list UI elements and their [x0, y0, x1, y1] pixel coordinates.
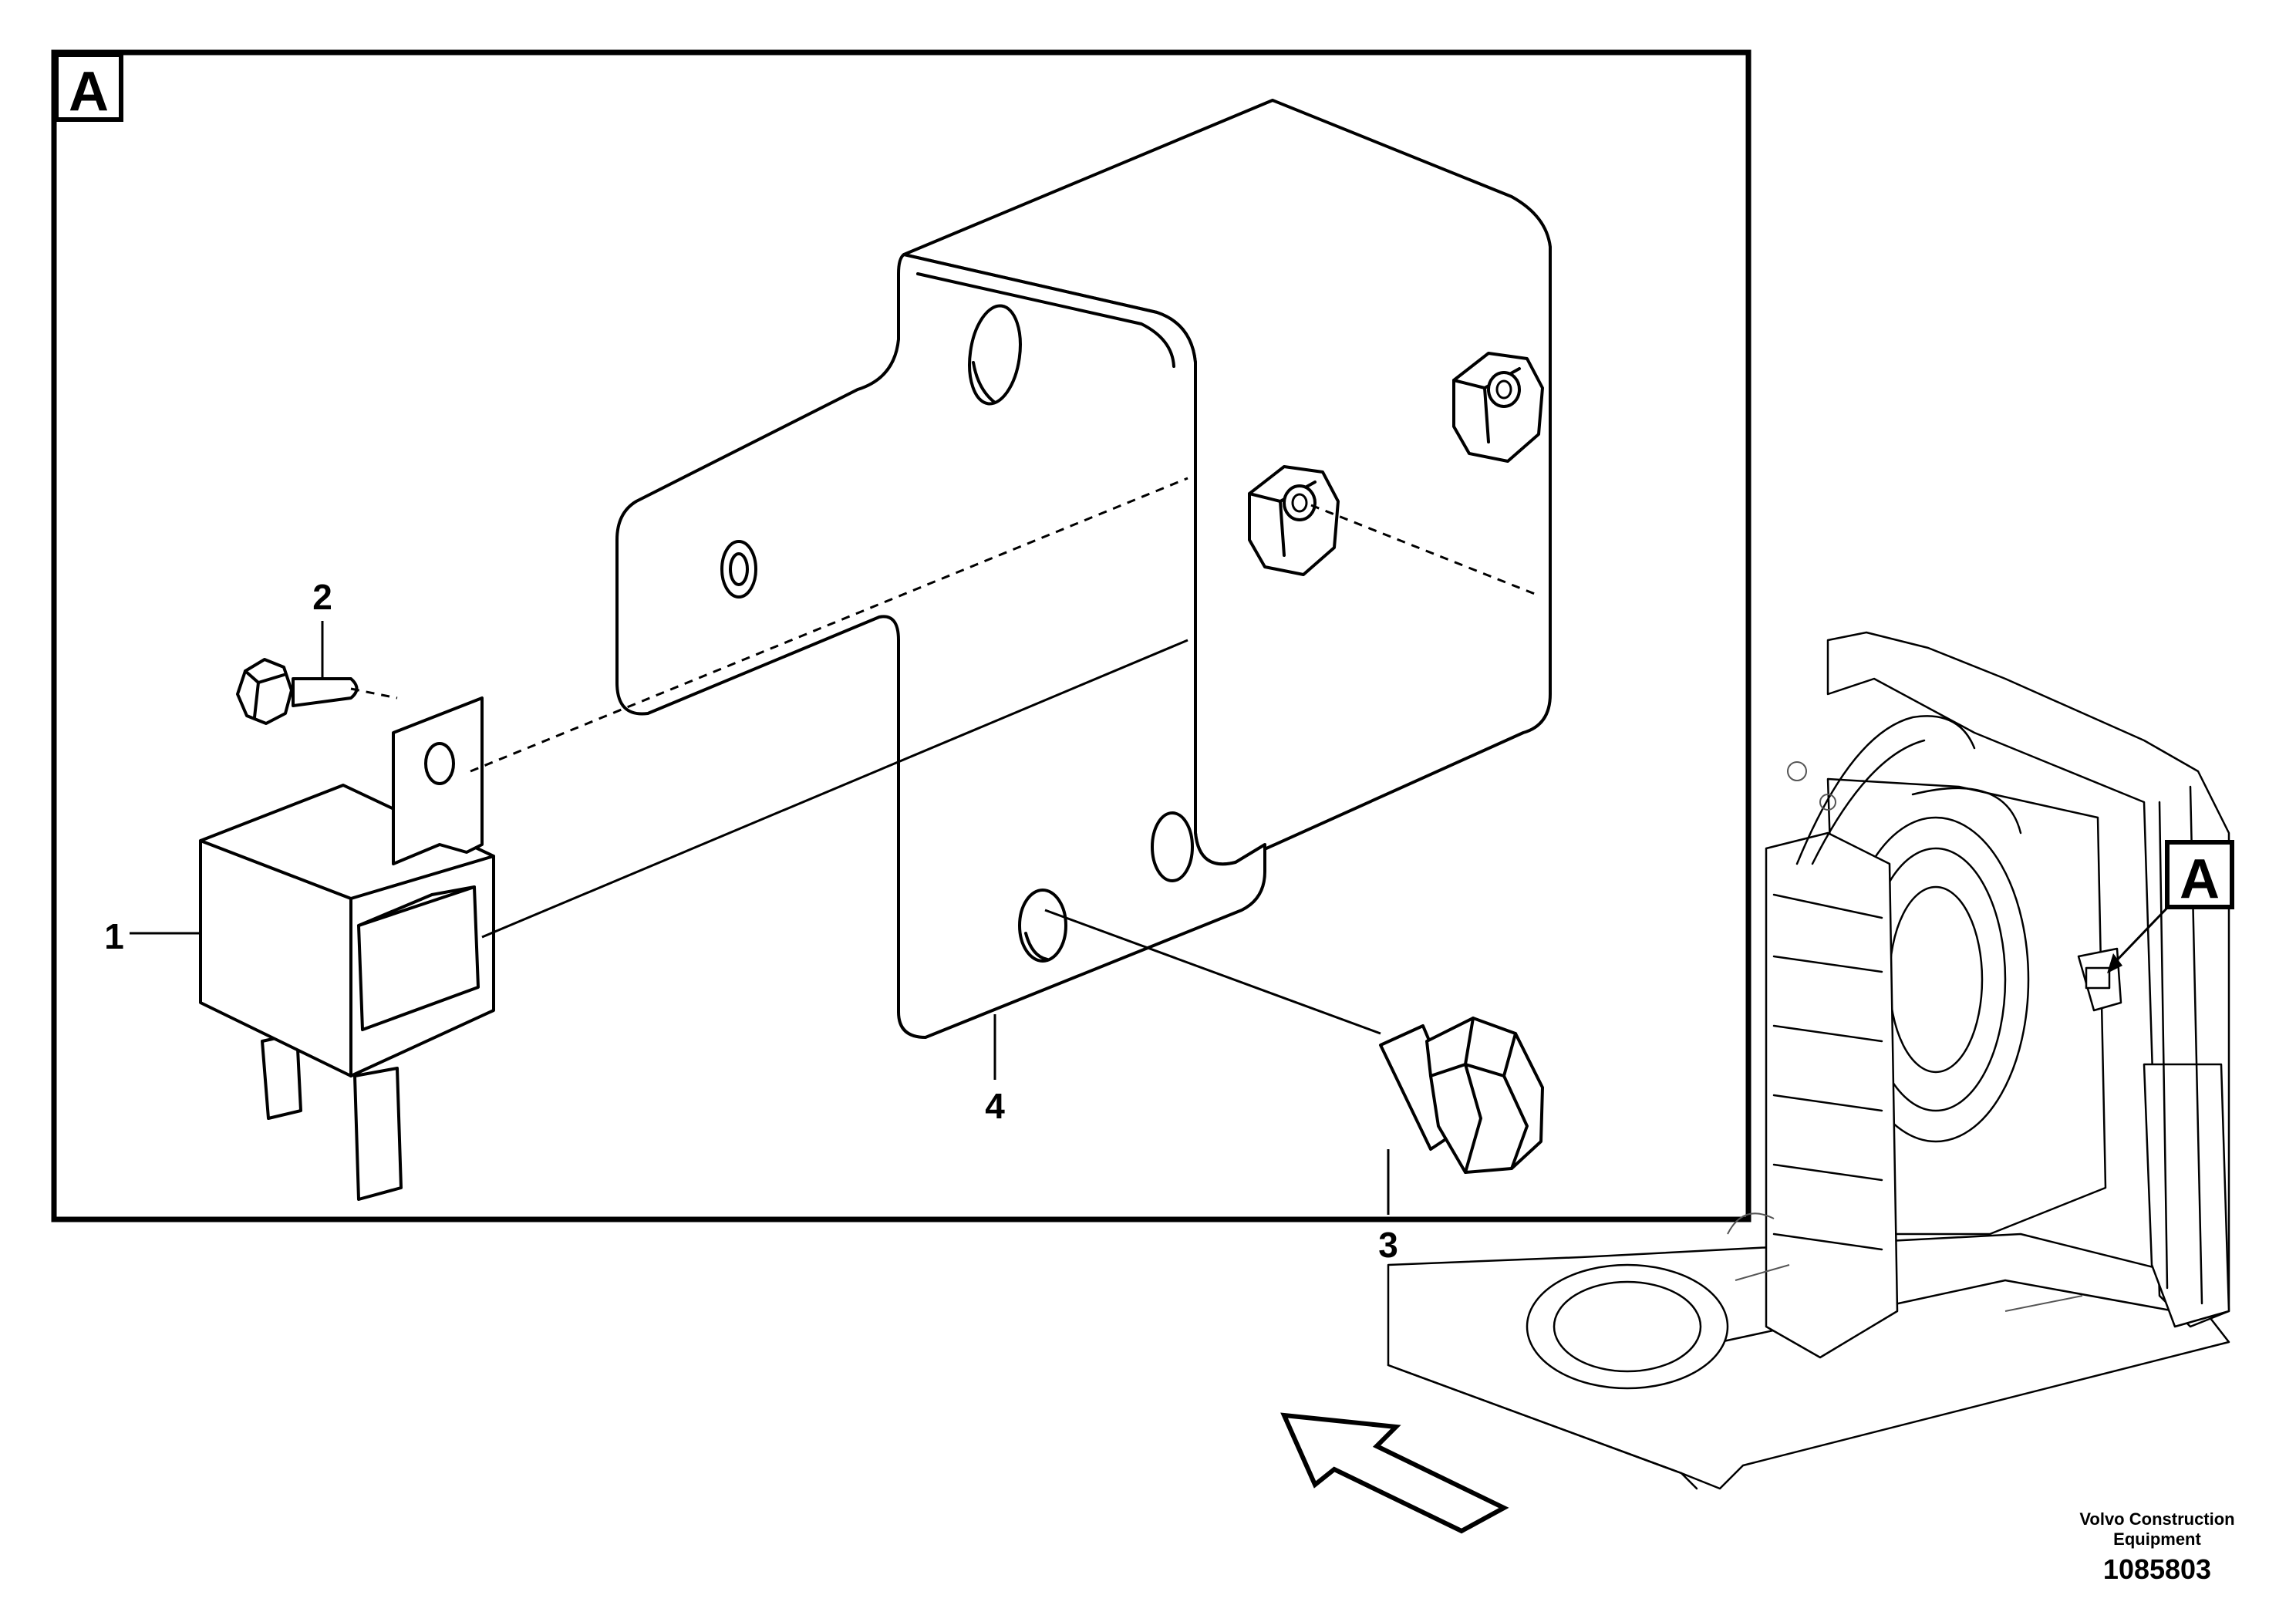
- view-direction-arrow: [1280, 1412, 1509, 1534]
- callout-bolt: 3: [1378, 1225, 1398, 1265]
- company-name-line1: Volvo Construction: [2079, 1509, 2234, 1529]
- detail-ref-label: A: [2180, 848, 2220, 910]
- detail-frame: [51, 49, 1752, 1222]
- callout-bracket: 4: [985, 1086, 1005, 1126]
- company-name-line2: Equipment: [2113, 1529, 2201, 1549]
- drawing-number: 1085803: [2103, 1553, 2211, 1585]
- mounting-bracket: [615, 99, 1552, 1039]
- callout-relay: 1: [104, 916, 124, 956]
- callout-screw: 2: [312, 577, 332, 617]
- detail-label: A: [69, 61, 109, 123]
- detail-label-box: [54, 52, 123, 122]
- engine-overview: [1387, 631, 2230, 1490]
- screw: [236, 658, 359, 725]
- hex-nut: [1248, 465, 1340, 576]
- relay: [199, 696, 495, 1201]
- detail-ref-box: [2165, 840, 2234, 909]
- hex-nut: [1452, 352, 1544, 463]
- hex-bolt: [1379, 1017, 1544, 1174]
